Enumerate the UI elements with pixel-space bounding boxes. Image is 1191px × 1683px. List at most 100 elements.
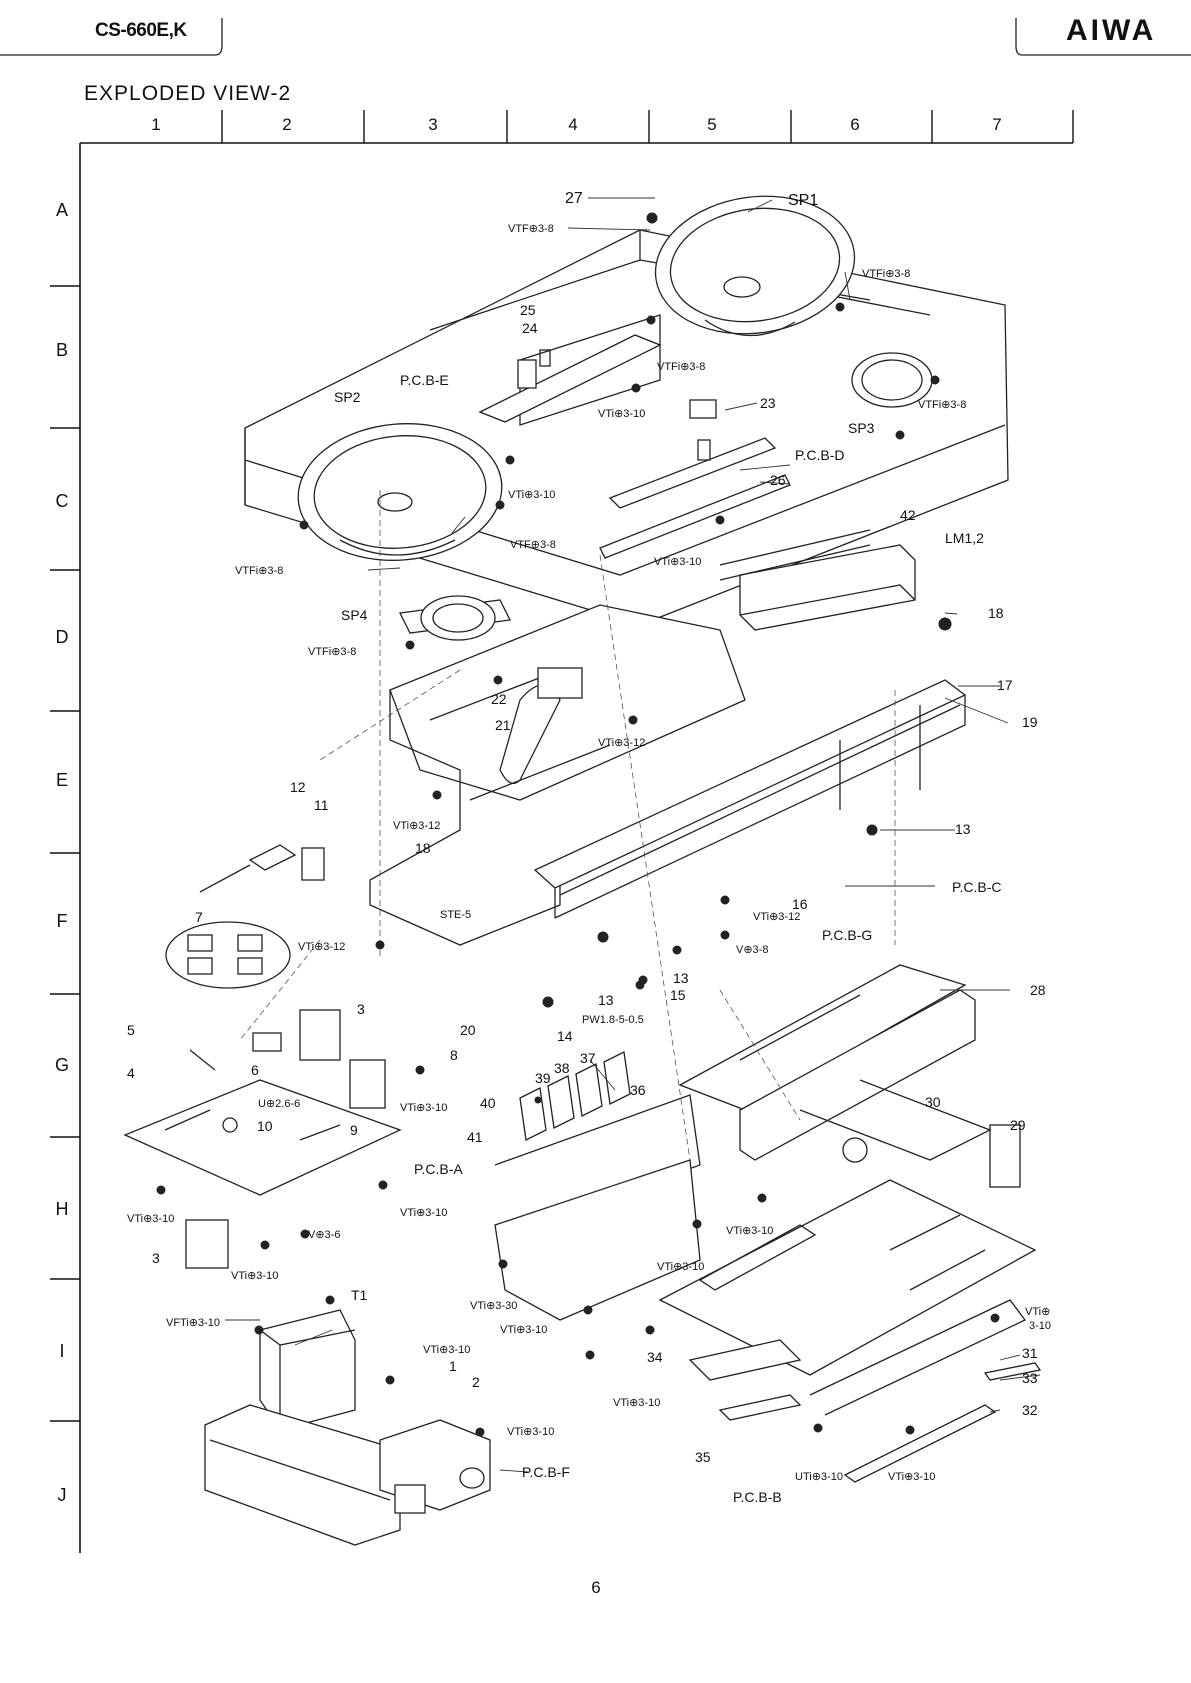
label-27: 27 <box>565 190 583 207</box>
label-29: 29 <box>1010 1117 1026 1133</box>
front-rail <box>533 679 967 919</box>
grid-column-1: 1 <box>151 115 161 134</box>
grid-row-g: G <box>54 1055 69 1075</box>
label-vtfi38c: VTFi⊕3-8 <box>918 399 966 411</box>
label-25: 25 <box>520 302 536 318</box>
head-assembly-11-12 <box>199 844 325 893</box>
label-vti310i: VTi⊕3-10 <box>231 1270 278 1282</box>
screws <box>156 212 1000 1437</box>
label-pcbd: P.C.B-D <box>795 447 845 463</box>
grid-column-4: 4 <box>568 115 578 134</box>
label-42: 42 <box>900 507 916 523</box>
grid-frame <box>50 110 1074 1553</box>
label-pcba: P.C.B-A <box>414 1161 463 1177</box>
label-vtfi38d: VTFi⊕3-8 <box>235 565 283 577</box>
label-vti310b: VTi⊕3-10 <box>508 489 555 501</box>
label-16: 16 <box>792 896 808 912</box>
leader-lines <box>225 197 1041 1473</box>
block-3 <box>185 1219 229 1269</box>
label-vti310k2: 3-10 <box>1029 1320 1051 1332</box>
grid-column-6: 6 <box>850 115 860 134</box>
label-t1: T1 <box>351 1287 368 1303</box>
label-38: 38 <box>554 1060 570 1076</box>
label-vti310k: VTi⊕ <box>1025 1306 1050 1318</box>
label-pcbe: P.C.B-E <box>400 372 449 388</box>
grid-row-c: C <box>55 491 69 511</box>
assembly-guides <box>239 490 896 1161</box>
label-vti312b: VTi⊕3-12 <box>393 820 440 832</box>
label-10: 10 <box>257 1118 273 1134</box>
label-vti310d: VTi⊕3-10 <box>400 1102 447 1114</box>
grid-row-d: D <box>55 627 69 647</box>
model-number: CS-660E,K <box>95 20 187 41</box>
brand-logo: AIWA <box>1066 14 1157 47</box>
label-2: 2 <box>472 1374 480 1390</box>
meter-lm <box>719 529 916 631</box>
label-vti310h: VTi⊕3-10 <box>657 1261 704 1273</box>
pcb-e <box>478 334 662 423</box>
grid-row-i: I <box>59 1341 65 1361</box>
label-22: 22 <box>491 691 507 707</box>
label-7: 7 <box>195 909 203 925</box>
label-23: 23 <box>760 395 776 411</box>
speaker-sp3 <box>851 352 933 408</box>
speaker-sp4 <box>399 595 511 641</box>
label-sp2: SP2 <box>334 389 361 405</box>
label-3b: 3 <box>152 1250 160 1266</box>
label-15: 15 <box>670 987 686 1003</box>
label-vti310c: VTi⊕3-10 <box>654 556 701 568</box>
label-6: 6 <box>251 1062 259 1078</box>
label-vti312c: VTi⊕3-12 <box>753 911 800 923</box>
pcb-a <box>123 1009 402 1196</box>
label-14: 14 <box>557 1028 573 1044</box>
label-31: 31 <box>1022 1345 1038 1361</box>
label-26: 26 <box>770 472 786 488</box>
grid-column-7: 7 <box>992 115 1002 134</box>
label-18b: 18 <box>415 840 431 856</box>
label-36: 36 <box>630 1082 646 1098</box>
label-vtfi38a: VTFi⊕3-8 <box>862 268 910 280</box>
label-8: 8 <box>450 1047 458 1063</box>
label-1: 1 <box>449 1358 457 1374</box>
pcb-b <box>658 1079 1037 1376</box>
label-24: 24 <box>522 320 538 336</box>
part-labels: 27 SP1 VTF⊕3-8 VTFi⊕3-8 24 25 VTFi⊕3-8 P… <box>127 190 1051 1505</box>
label-pcbf: P.C.B-F <box>522 1464 570 1480</box>
main-chassis <box>369 604 746 946</box>
label-17: 17 <box>997 677 1013 693</box>
label-21: 21 <box>495 717 511 733</box>
speaker-sp2 <box>297 423 503 561</box>
label-11: 11 <box>314 797 329 813</box>
header-frame <box>0 18 1191 56</box>
label-vti310l: VTi⊕3-10 <box>423 1344 470 1356</box>
button-assembly <box>494 1051 701 1321</box>
label-40: 40 <box>480 1095 496 1111</box>
label-4: 4 <box>127 1065 135 1081</box>
label-34: 34 <box>647 1349 663 1365</box>
transformer-t1 <box>259 1309 356 1431</box>
label-uti310: UTi⊕3-10 <box>795 1471 843 1483</box>
label-28: 28 <box>1030 982 1046 998</box>
label-u266: U⊕2.6-6 <box>258 1098 300 1110</box>
label-19: 19 <box>1022 714 1038 730</box>
label-vti310o: VTi⊕3-10 <box>888 1471 935 1483</box>
label-41: 41 <box>467 1129 483 1145</box>
label-vti310m: VTi⊕3-10 <box>613 1397 660 1409</box>
pcb-f <box>379 1419 491 1514</box>
label-v38: V⊕3-8 <box>736 944 768 956</box>
label-vtfi38e: VTFi⊕3-8 <box>308 646 356 658</box>
label-vti330: VTi⊕3-30 <box>470 1300 517 1312</box>
page-title: EXPLODED VIEW-2 <box>84 82 292 105</box>
label-3a: 3 <box>357 1001 365 1017</box>
label-33: 33 <box>1022 1370 1038 1386</box>
label-vfti310: VFTi⊕3-10 <box>166 1317 220 1329</box>
label-35: 35 <box>695 1449 711 1465</box>
grid-row-f: F <box>56 911 68 931</box>
label-vti310n: VTi⊕3-10 <box>507 1426 554 1438</box>
label-vtfi38b: VTFi⊕3-8 <box>657 361 705 373</box>
grid-column-5: 5 <box>707 115 717 134</box>
label-v36: V⊕3-6 <box>308 1229 340 1241</box>
label-lm12: LM1,2 <box>945 530 984 546</box>
label-sp4: SP4 <box>341 607 368 623</box>
